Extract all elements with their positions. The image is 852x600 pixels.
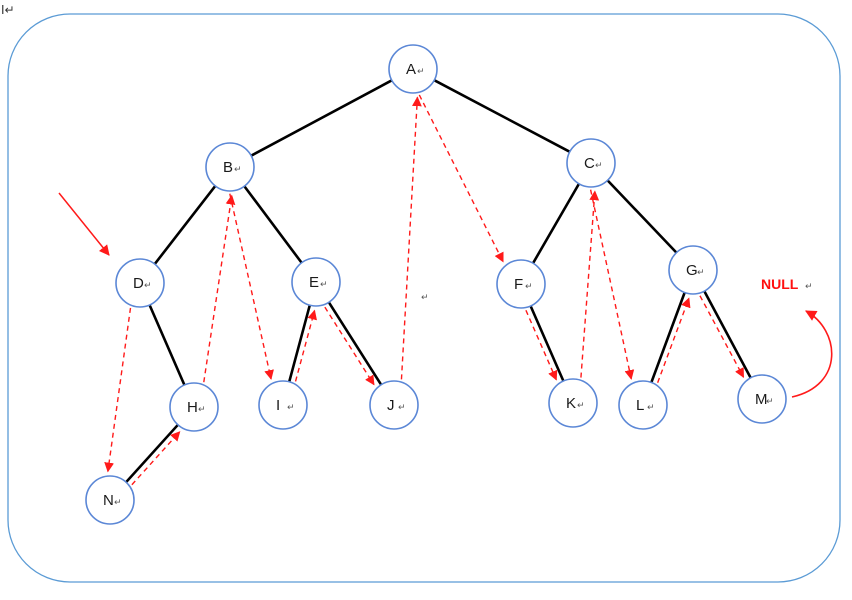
tree-node-k: K↵ <box>548 378 598 428</box>
tree-node-e: E↵ <box>291 257 341 307</box>
paragraph-mark: ↵ <box>234 165 242 175</box>
thread-arrow-E-J <box>324 306 375 386</box>
tree-node-a: A↵ <box>388 44 438 94</box>
thread-arrow-L-G <box>657 297 691 383</box>
stray-paragraph-mark: ↵ <box>421 293 429 303</box>
tree-node-l: L↵ <box>618 380 668 430</box>
thread-arrow-I-E <box>294 309 317 382</box>
node-circle <box>115 258 165 308</box>
node-circle <box>369 380 419 430</box>
node-circle <box>668 245 718 295</box>
node-label: I <box>276 397 280 414</box>
null-label: NULL <box>761 276 799 292</box>
tree-edges <box>124 78 752 484</box>
node-circle <box>205 142 255 192</box>
paragraph-mark: ↵ <box>525 282 533 292</box>
tree-edge-G-L <box>650 291 686 384</box>
node-circle <box>258 380 308 430</box>
corner-mark: I↵ <box>1 3 15 17</box>
tree-node-c: C↵ <box>566 138 616 188</box>
tree-node-m: M↵ <box>737 374 787 424</box>
paragraph-mark: ↵ <box>417 67 425 77</box>
thread-arrow-G-M <box>699 295 745 379</box>
node-circle <box>388 44 438 94</box>
tree-node-b: B↵ <box>205 142 255 192</box>
tree-edge-A-B <box>249 79 394 157</box>
node-circle <box>566 138 616 188</box>
node-label: M <box>755 391 768 408</box>
tree-edge-D-H <box>148 303 186 387</box>
thread-arrow-J-A <box>400 96 422 380</box>
null-pointer: NULL ↵ <box>761 276 833 398</box>
node-label: G <box>686 262 698 279</box>
node-label: N <box>103 492 114 509</box>
frame-border <box>7 13 841 583</box>
node-circle <box>618 380 668 430</box>
node-label: L <box>636 397 644 414</box>
node-label: A <box>406 61 416 78</box>
node-circle <box>496 259 546 309</box>
node-circle <box>85 475 135 525</box>
thread-arrow-D-N <box>104 307 132 473</box>
paragraph-mark: ↵ <box>114 498 122 508</box>
paragraph-mark: ↵ <box>595 161 603 171</box>
paragraph-mark: ↵ <box>287 403 295 413</box>
tree-edge-G-M <box>703 289 752 380</box>
thread-arrow-A-F <box>418 94 504 263</box>
tree-edge-B-D <box>153 184 217 266</box>
tree-edge-E-J <box>327 300 383 387</box>
tree-node-n: N↵ <box>85 475 135 525</box>
tree-edge-C-F <box>531 182 581 265</box>
thread-arrow-N-H <box>131 431 181 486</box>
node-circle <box>737 374 787 424</box>
thread-arrow-C-L <box>589 189 635 380</box>
node-label: F <box>514 276 523 293</box>
tree-node-j: J↵ <box>369 380 419 430</box>
thread-arrows <box>104 94 745 486</box>
thread-arrow-F-K <box>525 309 558 381</box>
tree-edge-A-C <box>432 78 572 154</box>
node-label: K <box>566 395 576 412</box>
paragraph-mark: ↵ <box>697 268 705 278</box>
paragraph-mark: ↵ <box>144 281 152 291</box>
node-circle <box>291 257 341 307</box>
node-circle <box>169 382 219 432</box>
tree-node-d: D↵ <box>115 258 165 308</box>
paragraph-mark: ↵ <box>647 403 655 413</box>
node-label: E <box>309 274 319 291</box>
node-label: B <box>223 159 233 176</box>
thread-arrow-H-B <box>203 194 236 383</box>
paragraph-mark: ↵ <box>198 405 206 415</box>
node-label: D <box>133 275 144 292</box>
tree-edge-E-I <box>287 303 312 384</box>
paragraph-mark: ↵ <box>766 397 774 407</box>
paragraph-mark: ↵ <box>320 280 328 290</box>
node-circle <box>548 378 598 428</box>
node-label: J <box>387 397 395 414</box>
tree-node-h: H↵ <box>169 382 219 432</box>
tree-edge-H-N <box>124 423 180 484</box>
paragraph-mark: ↵ <box>398 403 406 413</box>
tree-edge-B-E <box>243 184 303 265</box>
paragraph-mark: ↵ <box>577 401 585 411</box>
tree-node-f: F↵ <box>496 259 546 309</box>
thread-arrow-K-C <box>580 190 600 378</box>
tree-node-i: I↵ <box>258 380 308 430</box>
node-label: H <box>187 399 198 416</box>
tree-node-g: G↵ <box>668 245 718 295</box>
tree-edge-F-K <box>529 304 565 383</box>
node-label: C <box>584 155 595 172</box>
null-paragraph-mark: ↵ <box>805 282 813 292</box>
entry-arrow <box>58 192 110 256</box>
tree-edge-C-G <box>606 179 678 254</box>
tree-nodes: A↵B↵C↵D↵E↵F↵G↵H↵I↵J↵K↵L↵M↵N↵ <box>85 44 787 525</box>
null-arrow <box>791 310 833 398</box>
thread-arrow-B-I <box>229 193 274 380</box>
